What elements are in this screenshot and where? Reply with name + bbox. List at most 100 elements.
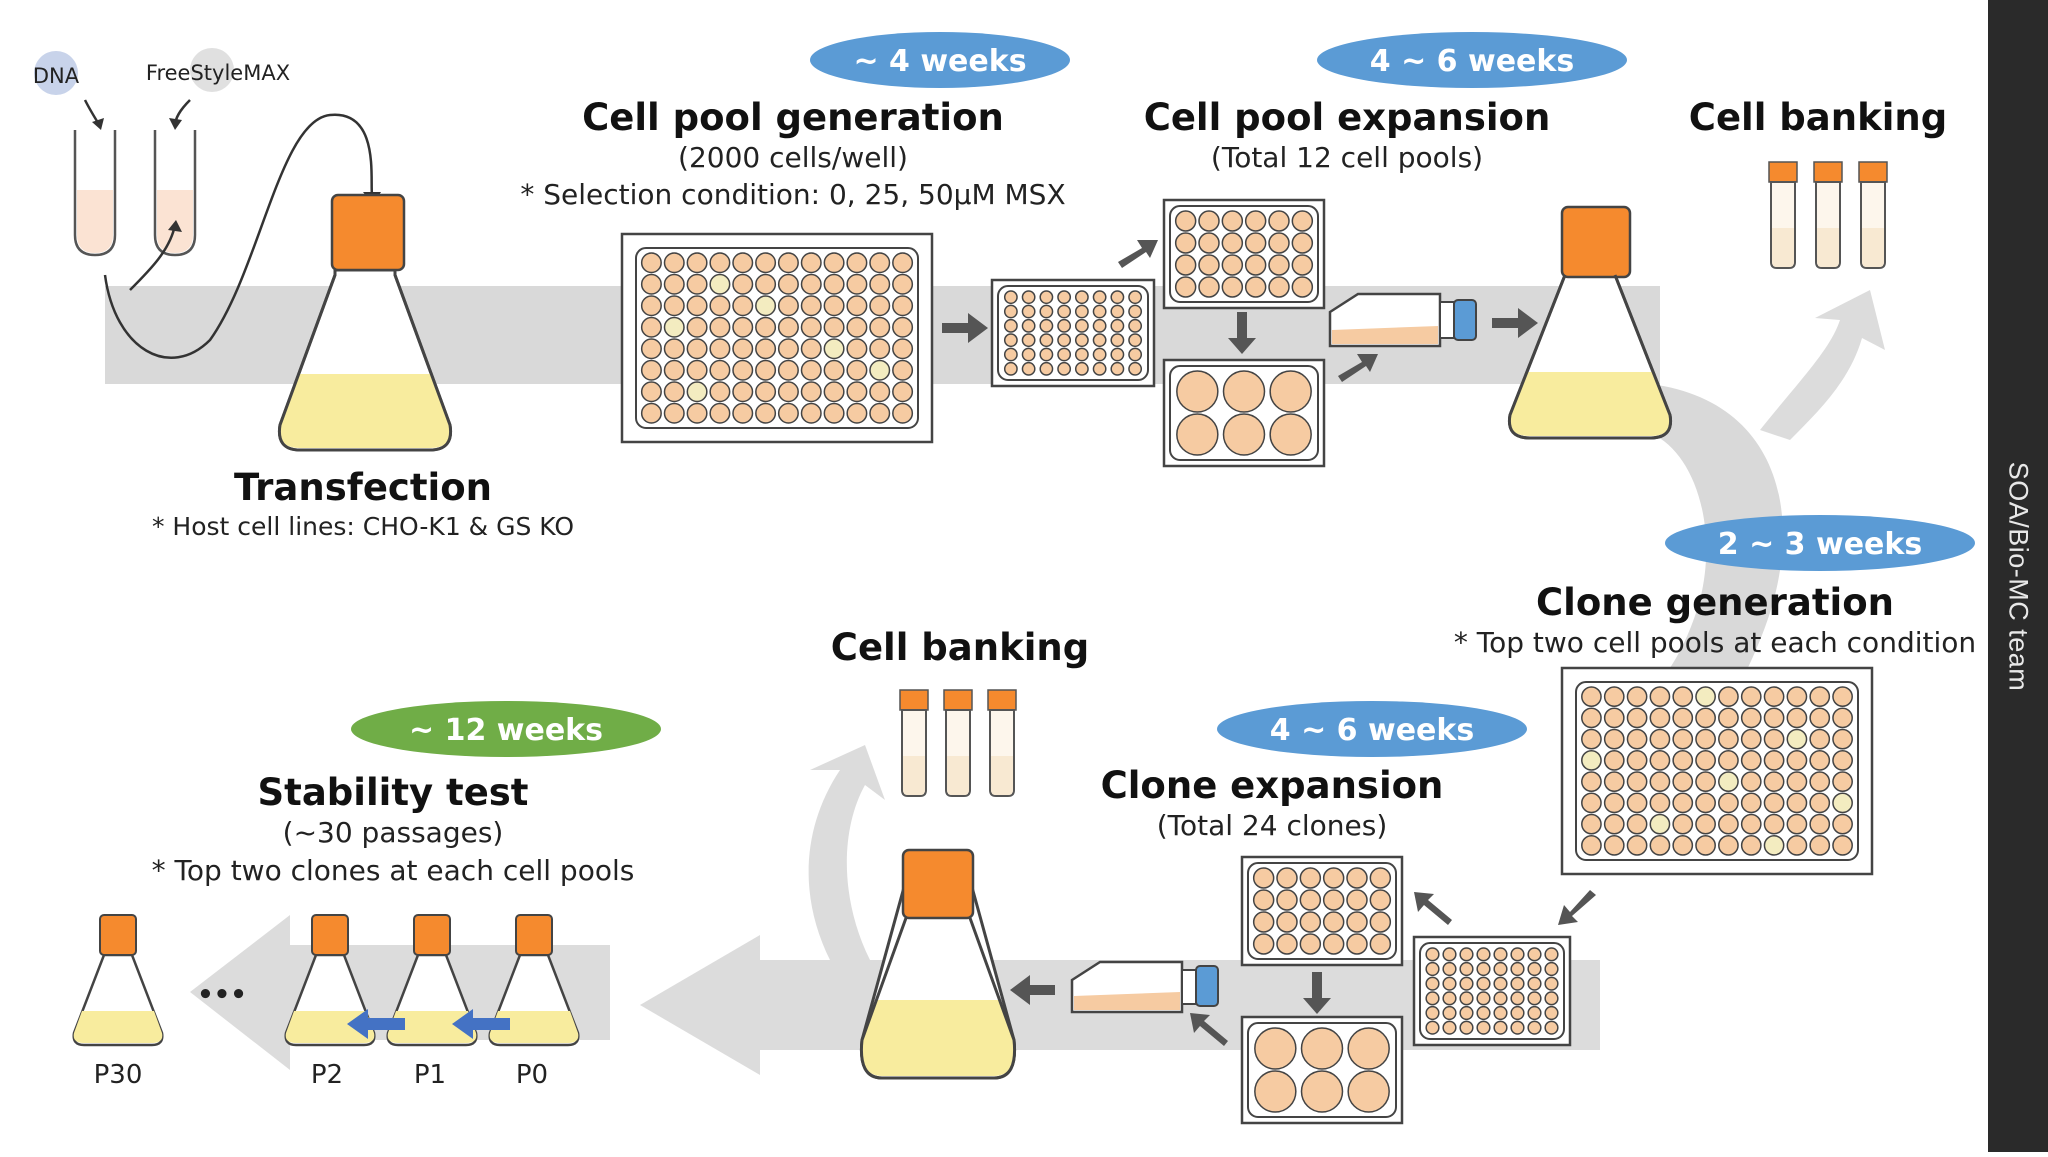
well	[1268, 232, 1290, 254]
arrow-tflask-to-flask-clone	[1010, 975, 1055, 1005]
well	[1322, 911, 1345, 933]
well	[777, 338, 799, 360]
well	[1476, 976, 1491, 991]
well	[1581, 750, 1602, 771]
well	[1544, 1005, 1559, 1021]
well	[1581, 707, 1602, 729]
well	[1603, 750, 1625, 771]
well	[1221, 276, 1244, 298]
well	[1057, 361, 1072, 376]
well	[1544, 961, 1559, 977]
well	[846, 273, 868, 295]
well	[1222, 413, 1266, 456]
well	[686, 295, 708, 317]
well	[1581, 835, 1602, 856]
well	[1832, 792, 1853, 814]
well	[1252, 933, 1275, 955]
well	[1763, 686, 1785, 707]
well	[1425, 1020, 1440, 1035]
well	[1268, 254, 1290, 276]
well	[1626, 750, 1648, 771]
well	[732, 338, 754, 360]
well	[1718, 686, 1739, 707]
well	[1786, 792, 1808, 814]
well	[1649, 813, 1671, 835]
clone-exp-sub: (Total 24 clones)	[1157, 809, 1388, 842]
well	[1786, 686, 1808, 707]
well	[1649, 750, 1671, 771]
stability-title: Stability test	[257, 771, 528, 814]
arrow-6-to-tflask	[1338, 354, 1378, 382]
pill-pool-exp: 4 ~ 6 weeks	[1317, 32, 1627, 88]
well	[1003, 318, 1018, 333]
well	[1442, 1005, 1457, 1021]
well	[1718, 771, 1739, 792]
well	[1057, 290, 1072, 305]
well	[709, 402, 731, 424]
well	[1510, 947, 1525, 962]
well	[1832, 813, 1853, 835]
well	[1695, 686, 1716, 707]
well	[800, 359, 822, 381]
well	[686, 359, 708, 381]
well	[1740, 750, 1762, 771]
well	[1459, 976, 1474, 991]
well	[663, 273, 685, 295]
well	[1527, 961, 1542, 977]
well	[755, 316, 777, 338]
well	[709, 295, 731, 317]
well	[823, 316, 845, 338]
plate-48-clone	[1412, 935, 1572, 1047]
well	[823, 338, 845, 360]
well	[1786, 771, 1808, 792]
banking-top-tubes	[1768, 161, 1888, 269]
well	[663, 338, 685, 360]
well	[1254, 1070, 1297, 1113]
well	[1672, 686, 1694, 707]
well	[640, 359, 662, 381]
well	[1740, 707, 1762, 729]
well	[1809, 750, 1831, 771]
well	[709, 338, 731, 360]
well	[1832, 686, 1853, 707]
well	[732, 381, 754, 403]
well	[1763, 728, 1785, 750]
well	[1695, 750, 1716, 771]
well	[1039, 347, 1054, 362]
well	[755, 252, 777, 274]
well	[1198, 210, 1220, 232]
well	[823, 381, 845, 403]
well	[1527, 991, 1542, 1006]
well	[1510, 1020, 1525, 1035]
well	[1244, 210, 1267, 232]
pool-exp-title: Cell pool expansion	[1144, 96, 1551, 139]
well	[686, 402, 708, 424]
well	[709, 316, 731, 338]
well	[1039, 318, 1054, 333]
well	[1603, 771, 1625, 792]
well	[1300, 1070, 1344, 1113]
well	[777, 295, 799, 317]
well	[1057, 318, 1072, 333]
well	[823, 359, 845, 381]
well	[1672, 707, 1694, 729]
well	[663, 252, 685, 274]
well	[1626, 707, 1648, 729]
well	[1092, 347, 1107, 362]
pool-gen-note: * Selection condition: 0, 25, 50µM MSX	[520, 178, 1065, 211]
well	[1198, 276, 1220, 298]
well	[1057, 304, 1072, 319]
well	[823, 402, 845, 424]
well	[1425, 976, 1440, 991]
well	[1603, 792, 1625, 814]
well	[663, 359, 685, 381]
well	[1740, 813, 1762, 835]
well	[1459, 961, 1474, 977]
well	[777, 252, 799, 274]
well	[1198, 232, 1220, 254]
well	[777, 402, 799, 424]
freestyle-label: FreeStyleMAX	[146, 61, 290, 85]
well	[1425, 1005, 1440, 1021]
well	[1346, 889, 1368, 911]
well	[640, 316, 662, 338]
